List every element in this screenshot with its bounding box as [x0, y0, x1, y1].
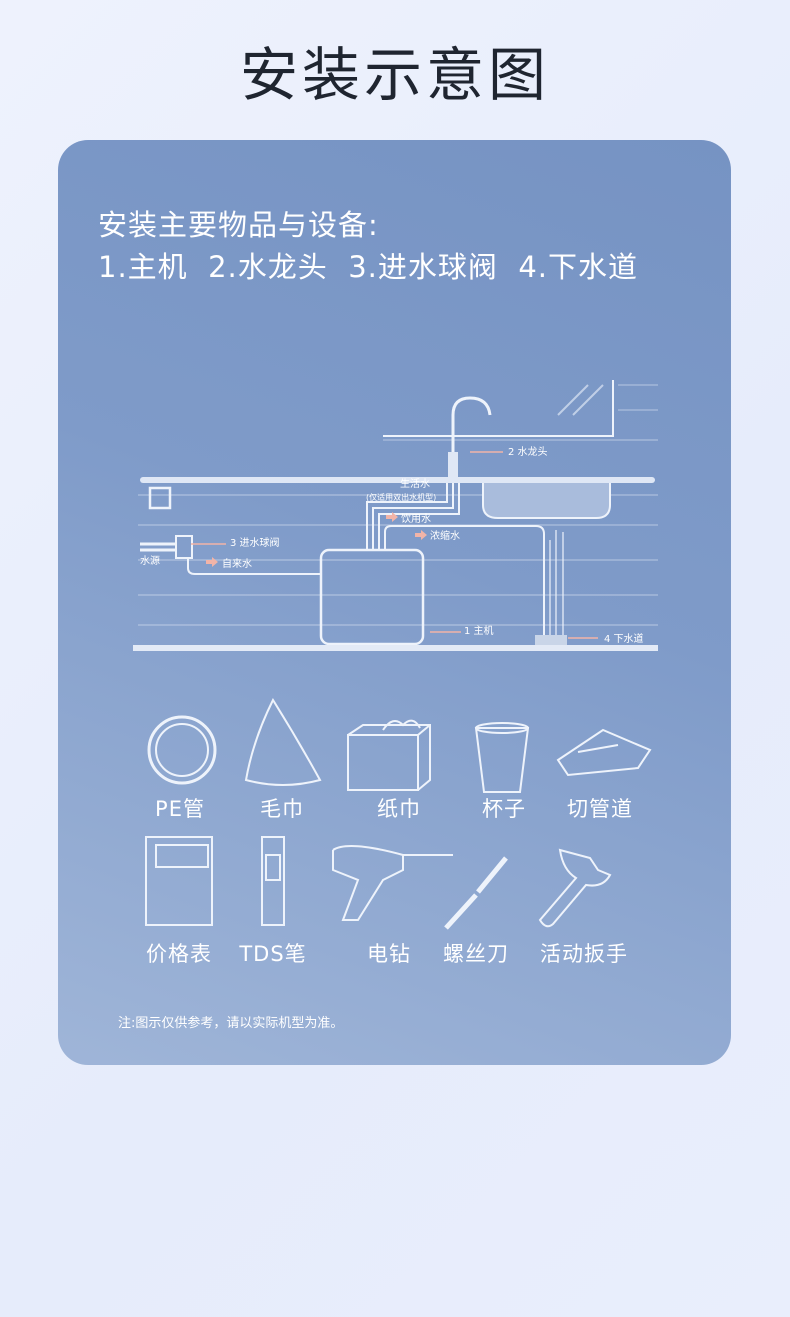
tool-label: 电钻: [367, 942, 411, 966]
price-list-icon: [145, 836, 213, 926]
valve-label: 3 进水球阀: [230, 538, 280, 549]
ball-valve: [175, 535, 193, 559]
intro-heading: 安装主要物品与设备:: [98, 208, 379, 242]
floor: [133, 645, 658, 651]
installation-diagram: [133, 380, 658, 930]
power-socket: [148, 486, 172, 510]
tap-water-label: 自来水: [222, 559, 252, 570]
tissue-box-icon: [347, 724, 431, 791]
tool-label: TDS笔: [239, 942, 307, 966]
intro-items: 1.主机 2.水龙头 3.进水球阀 4.下水道: [98, 250, 638, 284]
intro-text: 安装主要物品与设备: 1.主机 2.水龙头 3.进水球阀 4.下水道: [98, 204, 638, 288]
drain-label: 4 下水道: [604, 634, 644, 645]
pe-tube-icon: [147, 715, 217, 785]
footnote: 注:图示仅供参考，请以实际机型为准。: [118, 1016, 344, 1031]
faucet: [451, 396, 492, 460]
window-frame: [383, 380, 614, 437]
cup-icon: [474, 727, 530, 793]
drinking-water-label: 饮用水: [401, 514, 431, 525]
drain: [535, 635, 567, 645]
drill-icon: [332, 845, 453, 921]
page-title: 安装示意图: [239, 41, 550, 109]
concentrate-label: 浓缩水: [430, 531, 460, 542]
pipe-cutter-icon: [556, 728, 652, 777]
faucet-label: 2 水龙头: [508, 447, 548, 458]
tool-label: 纸巾: [377, 797, 421, 821]
installation-card: 安装主要物品与设备: 1.主机 2.水龙头 3.进水球阀 4.下水道: [58, 140, 731, 1065]
tool-label: 价格表: [146, 942, 212, 966]
countertop: [140, 477, 655, 483]
domestic-water-note: (仅适用双出水机型): [366, 493, 437, 502]
tool-label: 杯子: [482, 797, 526, 821]
tool-label: 活动扳手: [540, 942, 628, 966]
host-label: 1 主机: [464, 626, 494, 637]
water-source-label: 水源: [140, 556, 160, 567]
sink: [482, 483, 611, 519]
tool-label: 螺丝刀: [443, 942, 509, 966]
tool-label: PE管: [155, 797, 205, 821]
tds-pen-icon: [261, 836, 285, 926]
tool-label: 毛巾: [260, 797, 304, 821]
towel-icon: [244, 697, 322, 786]
screwdriver-icon: [444, 856, 508, 930]
wrench-icon: [538, 848, 612, 928]
domestic-water-label: 生活水: [400, 479, 430, 490]
tool-label: 切管道: [567, 797, 633, 821]
host-unit: [319, 548, 425, 646]
